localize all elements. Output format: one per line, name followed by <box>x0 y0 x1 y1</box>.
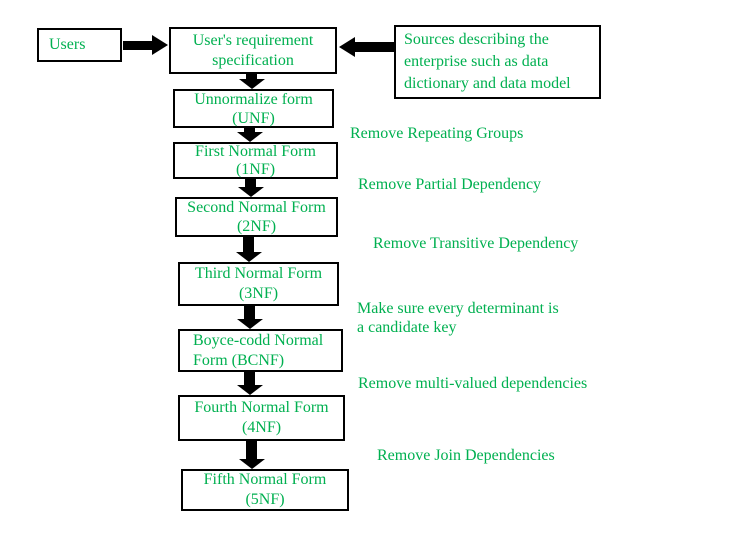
sources-box-line2: enterprise such as data <box>404 53 549 70</box>
arrow-down-4nf-to-5nf-icon <box>238 441 265 469</box>
requirement-box-line1: User's requirement <box>192 31 314 49</box>
arrow-down-3nf-to-bcnf-icon <box>236 306 263 329</box>
3nf-box-line2: (3NF) <box>238 285 279 302</box>
1nf-box-line1: First Normal Form <box>195 142 316 160</box>
annotation-remove-transitive-dependency: Remove Transitive Dependency <box>373 235 579 252</box>
users-box: Users <box>37 28 122 62</box>
2nf-box-line2: (2NF) <box>236 218 277 235</box>
3nf-box-line1: Third Normal Form <box>194 265 323 282</box>
5nf-box-line1: Fifth Normal Form <box>203 471 327 488</box>
sources-box-line3: dictionary and data model <box>404 75 571 92</box>
unf-box: Unnormalize form (UNF) <box>173 89 334 128</box>
2nf-box-line1: Second Normal Form <box>187 199 326 216</box>
second-normal-form-box: Second Normal Form (2NF) <box>175 197 338 237</box>
fifth-normal-form-box: Fifth Normal Form (5NF) <box>181 469 349 511</box>
arrow-right-users-to-requirement-icon <box>123 35 168 55</box>
unf-box-line2: (UNF) <box>232 109 275 127</box>
annotation-remove-multivalued-dependencies: Remove multi-valued dependencies <box>358 375 588 392</box>
bcnf-box-line1: Boyce-codd Normal <box>193 331 324 349</box>
annotation-remove-partial-dependency: Remove Partial Dependency <box>358 176 542 193</box>
requirement-box-line2: specification <box>212 51 294 69</box>
arrow-down-1nf-to-2nf-icon <box>237 179 264 197</box>
requirement-specification-box: User's requirement specification <box>169 27 337 74</box>
annotation-remove-repeating-groups: Remove Repeating Groups <box>350 125 524 142</box>
annotation-determinant-candidate-key: Make sure every determinant is a candida… <box>357 300 559 336</box>
arrow-left-sources-to-requirement-icon <box>339 37 394 57</box>
annotation-remove-join-dependencies: Remove Join Dependencies <box>377 447 555 464</box>
4nf-box-line2: (4NF) <box>241 419 282 436</box>
third-normal-form-box: Third Normal Form (3NF) <box>178 262 339 306</box>
arrow-down-2nf-to-3nf-icon <box>235 237 262 262</box>
1nf-box-line2: (1NF) <box>235 160 276 178</box>
sources-box-line1: Sources describing the <box>404 31 549 48</box>
unf-box-line1: Unnormalize form <box>194 90 313 108</box>
4nf-box-line1: Fourth Normal Form <box>194 399 329 416</box>
arrow-down-unf-to-1nf-icon <box>236 128 263 142</box>
bcnf-box: Boyce-codd Normal Form (BCNF) <box>178 329 343 372</box>
sources-box: Sources describing the enterprise such a… <box>394 25 601 99</box>
arrow-down-requirement-to-unf-icon <box>238 74 265 89</box>
arrow-down-bcnf-to-4nf-icon <box>236 372 263 395</box>
bcnf-box-line2: Form (BCNF) <box>193 351 285 369</box>
5nf-box-line2: (5NF) <box>245 491 285 508</box>
users-box-label: Users <box>49 36 86 53</box>
first-normal-form-box: First Normal Form (1NF) <box>173 142 338 179</box>
fourth-normal-form-box: Fourth Normal Form (4NF) <box>178 395 345 441</box>
